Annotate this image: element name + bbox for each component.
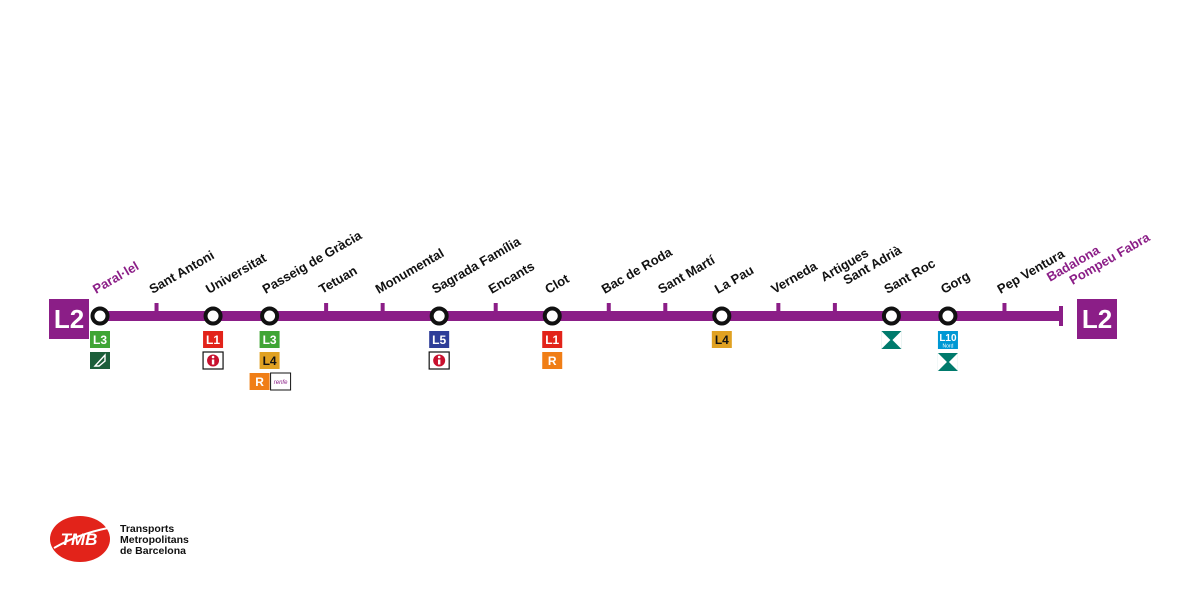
station-4-name: Tetuan	[316, 263, 360, 297]
station-2-conn-1-info-icon-stem	[211, 359, 215, 365]
station-4-name-line-0: Tetuan	[316, 263, 360, 297]
station-8-conn-1-badge	[542, 352, 563, 369]
station-12-name: Verneda	[768, 258, 820, 297]
station-8-conn-0-badge-label: L1	[545, 333, 559, 347]
station-8-label: Clot	[542, 271, 572, 297]
station-14-conn-0-tram-glyph-left	[881, 331, 891, 349]
line-badge-start: L2	[49, 299, 89, 339]
station-7-name-line-0: Encants	[486, 258, 537, 296]
station-15-conn-1-tram-glyph-right	[948, 353, 958, 371]
station-3-name: Passeig de Gràcia	[260, 227, 365, 296]
station-6-conn-0-badge	[429, 331, 450, 348]
tmb-logo-fullname: Transports Metropolitans de Barcelona	[120, 524, 189, 557]
station-8-conn-0-badge	[542, 331, 563, 348]
line-badge-end-label: L2	[1081, 303, 1113, 334]
station-6-conn-1-info-icon-dot	[437, 355, 441, 359]
station-4-label: Tetuan	[316, 263, 360, 297]
station-7-name: Encants	[486, 258, 537, 296]
station-15-name-line-0: Gorg	[938, 268, 972, 297]
station-0-name-line-0: Paral·lel	[90, 258, 141, 296]
station-6-interchange-marker	[429, 306, 449, 326]
station-8-name: Clot	[542, 271, 572, 297]
station-15-interchange-marker	[938, 306, 958, 326]
tmb-logo-line-3: de Barcelona	[120, 545, 186, 557]
station-15-name: Gorg	[938, 268, 972, 297]
station-3-interchange-marker	[260, 306, 280, 326]
station-0-name: Paral·lel	[90, 258, 141, 296]
station-11-label: La Pau	[712, 262, 756, 296]
station-14-conn-0-tram-icon	[881, 331, 902, 349]
station-14-interchange-marker	[881, 306, 901, 326]
station-2-conn-0-badge	[203, 331, 224, 348]
station-11-interchange-marker	[712, 306, 732, 326]
station-6-conn-1-info-icon-stem	[437, 359, 441, 365]
station-11-name: La Pau	[712, 262, 756, 296]
station-15-label: Gorg	[938, 268, 972, 297]
station-8-name-line-0: Clot	[542, 271, 572, 297]
station-3-name-line-0: Passeig de Gràcia	[260, 227, 365, 296]
station-2-conn-1-info-icon-dot	[211, 355, 215, 359]
tmb-logo-line-1: Transports	[120, 523, 175, 535]
station-3-conn-2-renfe-logo: renfe	[274, 380, 288, 386]
station-3-label: Passeig de Gràcia	[260, 227, 365, 296]
line-badge-end: L2	[1077, 299, 1117, 339]
station-8-interchange-marker	[542, 306, 562, 326]
station-8-conn-1-badge-label: R	[548, 354, 557, 368]
station-15-conn-0-l10-label: L10	[939, 333, 957, 344]
station-12-name-line-0: Verneda	[768, 258, 820, 297]
station-11-conn-0-badge-label: L4	[715, 333, 729, 347]
station-15-conn-0-l10-badge	[937, 331, 958, 349]
station-12-label: Verneda	[768, 258, 820, 297]
station-3-conn-2-rodalies-label: R	[255, 375, 264, 389]
station-11-name-line-0: La Pau	[712, 262, 756, 296]
station-15-conn-1-tram-icon	[937, 353, 958, 371]
station-0-interchange-marker	[90, 306, 110, 326]
station-6-conn-0-badge-label: L5	[432, 333, 446, 347]
station-0-conn-0-badge-label: L3	[93, 333, 107, 347]
tmb-logo-line-2: Metropolitans	[120, 534, 189, 546]
tmb-logo: TMB Transports Metropolitans de Barcelon…	[48, 514, 198, 564]
station-15-conn-0-l10-sub: Nord	[943, 344, 954, 350]
station-3-conn-1-badge	[259, 352, 280, 369]
line-badge-start-label: L2	[53, 303, 85, 334]
station-15-conn-1-tram-glyph-left	[937, 353, 947, 371]
station-0-label: Paral·lel	[90, 258, 141, 296]
station-2-interchange-marker	[203, 306, 223, 326]
station-0-conn-1-funicular-glyph	[93, 353, 106, 367]
station-3-conn-0-badge	[259, 331, 280, 348]
station-3-conn-2-rodalies-badge	[249, 373, 270, 390]
tmb-logo-mark: TMB	[50, 516, 110, 562]
station-11-conn-0-badge	[711, 331, 732, 348]
station-14-conn-0-tram-glyph-right	[892, 331, 902, 349]
station-7-label: Encants	[486, 258, 537, 296]
station-3-conn-1-badge-label: L4	[263, 354, 277, 368]
station-3-conn-2-renfe-box	[270, 372, 292, 391]
station-3-conn-0-badge-label: L3	[263, 333, 277, 347]
station-2-conn-0-badge-label: L1	[206, 333, 220, 347]
tmb-logo-text: TMB	[61, 530, 98, 549]
station-0-conn-0-badge	[90, 331, 110, 348]
